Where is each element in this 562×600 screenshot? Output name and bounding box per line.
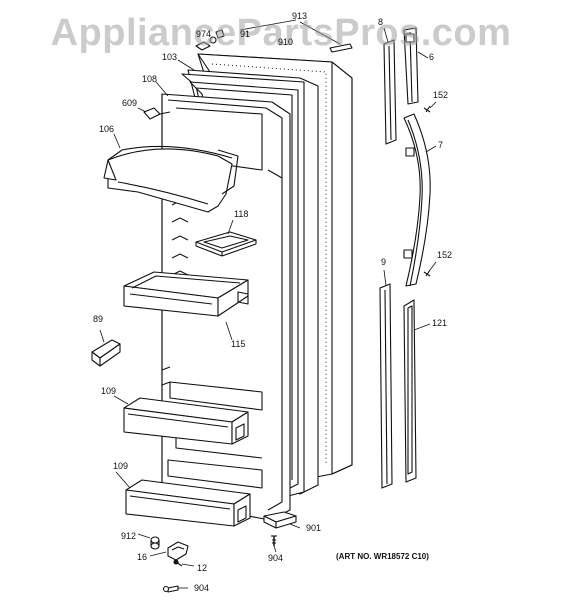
- handle-trim-upper: [383, 27, 419, 145]
- part-904-screw: [271, 535, 277, 546]
- handle-trim-lower-left: [379, 283, 393, 489]
- dairy-compartment: [103, 145, 239, 213]
- callout-904-bottom: 904: [194, 583, 210, 593]
- callout-121: 121: [432, 318, 448, 328]
- callout-103: 103: [162, 52, 178, 62]
- callout-901: 901: [306, 523, 322, 533]
- callout-6: 6: [429, 52, 435, 62]
- egg-tray: [195, 231, 257, 257]
- callout-106: 106: [99, 124, 115, 134]
- callout-152-upper: 152: [433, 90, 449, 100]
- callout-108: 108: [142, 74, 158, 84]
- part-89-bin: [91, 339, 121, 367]
- callout-16: 16: [137, 552, 148, 562]
- callout-609: 609: [122, 98, 138, 108]
- door-bin-lower: [125, 479, 251, 527]
- bottom-hinge-parts: [150, 536, 189, 593]
- callout-118: 118: [234, 209, 249, 219]
- callout-115: 115: [231, 339, 246, 349]
- callout-12: 12: [197, 563, 208, 573]
- screw-152-upper: [423, 105, 431, 113]
- callout-152-lower: 152: [437, 250, 453, 260]
- callout-904-mid: 904: [268, 553, 284, 563]
- callout-109-upper: 109: [101, 386, 117, 396]
- callout-912: 912: [121, 531, 137, 541]
- screw-152-lower: [423, 269, 431, 277]
- callout-974: 974: [196, 29, 212, 39]
- callout-910: 910: [278, 37, 294, 47]
- callout-89: 89: [93, 314, 104, 324]
- door-bin-upper: [123, 397, 249, 445]
- part-609-bracket: [143, 107, 171, 120]
- callout-913: 913: [292, 11, 308, 21]
- leader-lines: [99, 19, 437, 589]
- art-number: (ART NO. WR18572 C10): [336, 552, 429, 561]
- door-handle: [403, 113, 431, 287]
- shelf-bin: [123, 271, 249, 317]
- callout-109-lower: 109: [113, 461, 129, 471]
- callout-9: 9: [381, 257, 387, 267]
- callout-91: 91: [240, 29, 251, 39]
- callout-7: 7: [438, 140, 444, 150]
- top-hinge-parts: [195, 29, 353, 53]
- part-901-hinge-cover: [263, 511, 297, 529]
- callout-8: 8: [378, 17, 384, 27]
- handle-trim-lower-right: [403, 299, 417, 483]
